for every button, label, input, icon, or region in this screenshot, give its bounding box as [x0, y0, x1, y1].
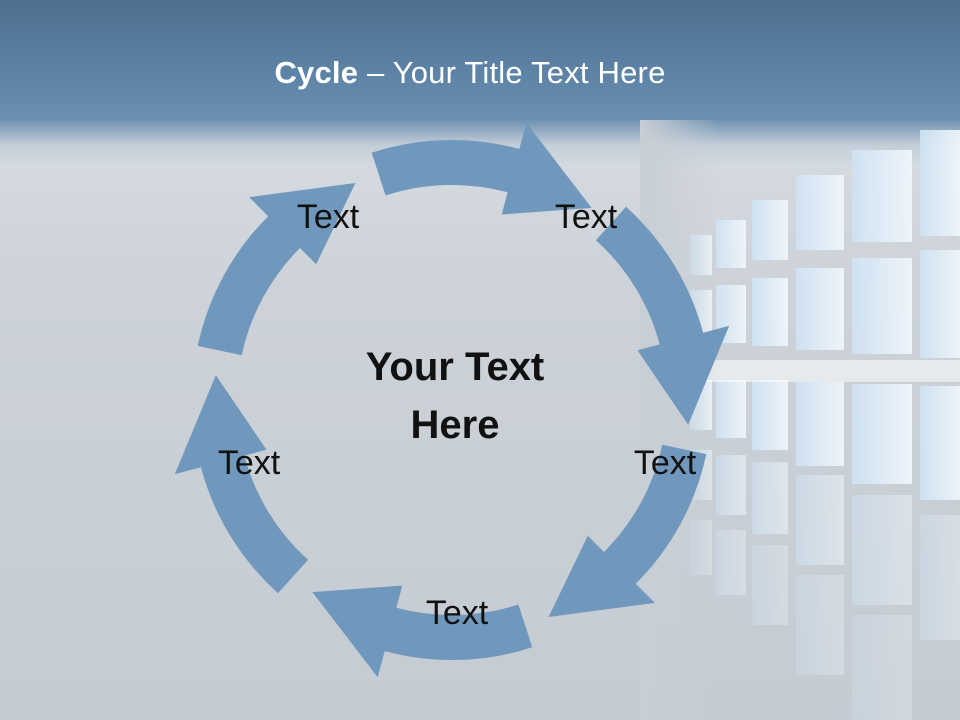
cycle-arrow-6	[197, 183, 356, 356]
cycle-label-1: Text	[296, 198, 360, 236]
cycle-arrow-2	[595, 206, 730, 425]
cycle-label-3: Text	[633, 444, 697, 482]
cycle-arrow-3	[548, 444, 707, 617]
center-text-line2: Here	[410, 403, 500, 447]
center-text-line1: Your Text	[365, 345, 545, 389]
cycle-label-4: Text	[425, 594, 489, 632]
cycle-label-5: Text	[217, 444, 281, 482]
cycle-arrow-5	[174, 375, 309, 594]
center-text: Your Text Here	[330, 338, 580, 454]
title-rest: – Your Title Text Here	[358, 55, 666, 90]
cycle-arrow-4	[312, 585, 533, 678]
title-bold: Cycle	[274, 55, 359, 90]
wall-fade	[640, 120, 720, 720]
light-streak	[660, 360, 960, 382]
cycle-arrow-1	[371, 122, 592, 215]
slide-title: Cycle – Your Title Text Here	[0, 55, 940, 91]
header-band	[0, 0, 960, 165]
cycle-label-2: Text	[554, 198, 618, 236]
